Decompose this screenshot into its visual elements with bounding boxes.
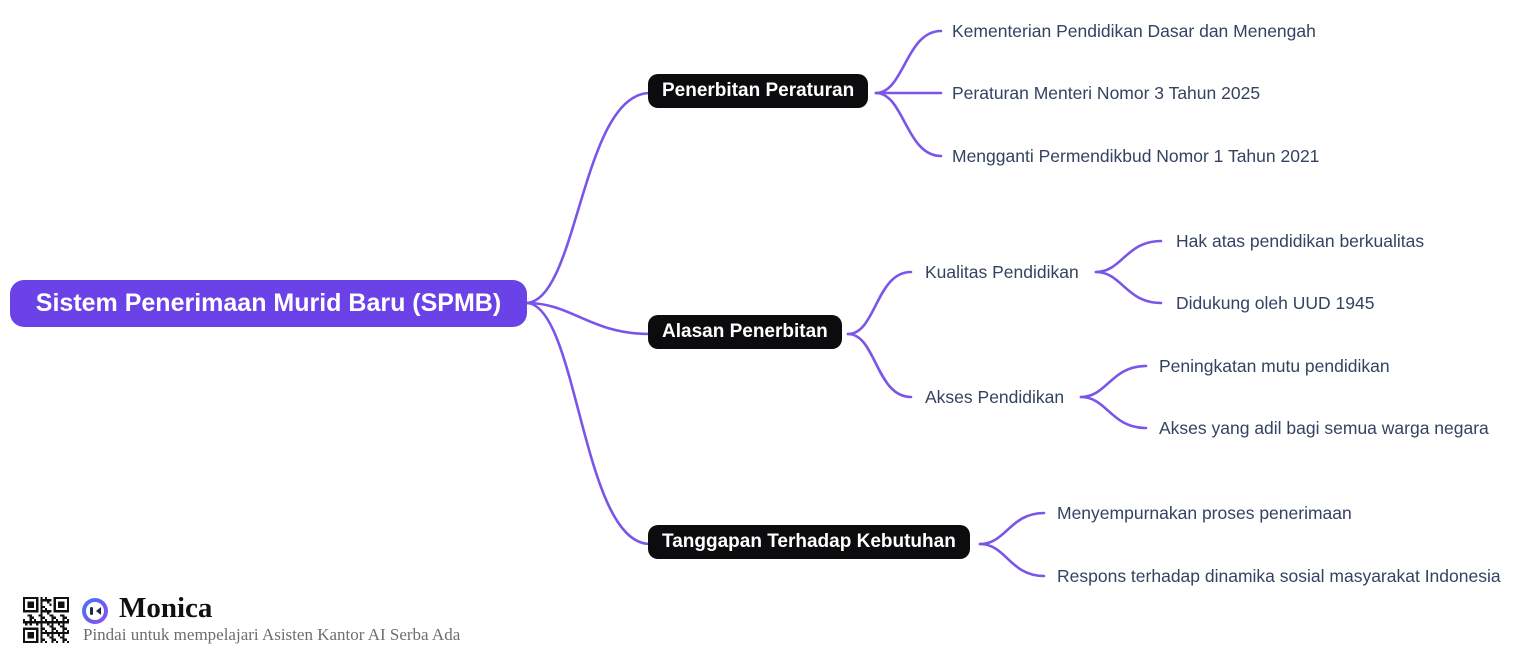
- branch-tanggapan-kebutuhan[interactable]: Tanggapan Terhadap Kebutuhan: [648, 525, 970, 559]
- brand-name: Monica: [119, 592, 213, 624]
- leaf-akses-adil[interactable]: Akses yang adil bagi semua warga negara: [1159, 418, 1489, 438]
- brand-tagline: Pindai untuk mempelajari Asisten Kantor …: [83, 625, 461, 644]
- logo-right-eye: [95, 607, 101, 615]
- leaf-kementerian[interactable]: Kementerian Pendidikan Dasar dan Menenga…: [952, 21, 1316, 41]
- leaf-hak-pendidikan[interactable]: Hak atas pendidikan berkualitas: [1176, 231, 1425, 251]
- leaf-mengganti-permendikbud[interactable]: Mengganti Permendikbud Nomor 1 Tahun 202…: [952, 146, 1320, 166]
- leaf-peraturan-menteri[interactable]: Peraturan Menteri Nomor 3 Tahun 2025: [952, 83, 1261, 103]
- leaf-menyempurnakan-proses[interactable]: Menyempurnakan proses penerimaan: [1057, 503, 1352, 523]
- leaf-peningkatan-mutu[interactable]: Peningkatan mutu pendidikan: [1159, 356, 1390, 376]
- branch-penerbitan-peraturan[interactable]: Penerbitan Peraturan: [648, 74, 869, 108]
- logo-left-eye: [89, 607, 93, 615]
- monica-face-icon: [82, 598, 108, 624]
- root-topic[interactable]: Sistem Penerimaan Murid Baru (SPMB): [10, 280, 527, 327]
- subtopic-akses-pendidikan[interactable]: Akses Pendidikan: [925, 387, 1065, 407]
- subtopic-kualitas-pendidikan[interactable]: Kualitas Pendidikan: [925, 262, 1079, 282]
- qr-code: [23, 597, 69, 643]
- leaf-respons-dinamika[interactable]: Respons terhadap dinamika sosial masyara…: [1057, 566, 1501, 586]
- branch-alasan-penerbitan[interactable]: Alasan Penerbitan: [648, 315, 842, 349]
- leaf-uud-1945[interactable]: Didukung oleh UUD 1945: [1176, 293, 1375, 313]
